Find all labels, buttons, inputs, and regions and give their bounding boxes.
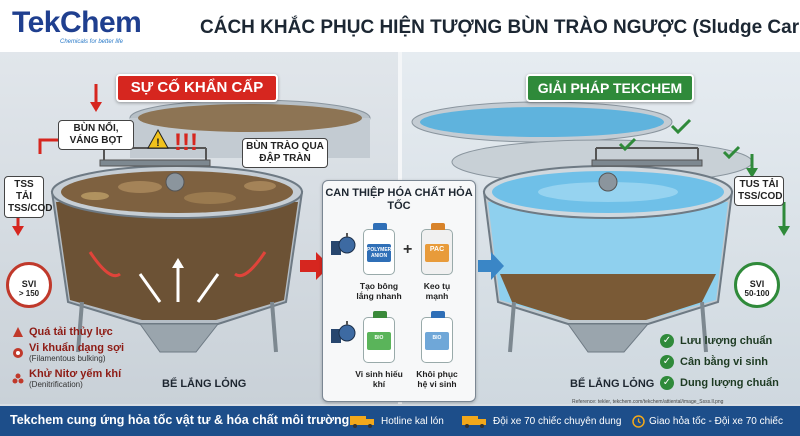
check-icon: ✓ [660, 334, 674, 348]
svg-text:!!!: !!! [174, 129, 198, 154]
overflow-callout: BÙN TRÀO QUA ĐẬP TRÀN [242, 138, 328, 168]
svg-text:!: ! [156, 137, 160, 149]
svi-value: > 150 [18, 289, 40, 298]
footer-delivery: Giao hỏa tốc - Đội xe 70 chiếc [632, 415, 783, 428]
tss-callout: TSS TẢI TSS/COD [4, 176, 52, 218]
reference-note: Reference: tekler, tekchem.com/tekchem/a… [572, 399, 724, 405]
bio-restore-label: BIO [425, 332, 449, 350]
svi-gauge-normal: SVI 50-100 [734, 262, 780, 308]
product-caption: Keo tụ mạnh [423, 281, 451, 301]
svi-label: SVI [21, 279, 37, 289]
product-caption: Tạo bông lắng nhanh [356, 281, 402, 301]
warning-icon: ! !!! [147, 128, 198, 154]
footer-fleet: Đội xe 70 chiếc chuyên dung [462, 415, 621, 428]
arrow-to-solution-icon [478, 252, 504, 280]
problem-tank-label: BỂ LẮNG LỎNG [162, 378, 247, 390]
svi-gauge-high: SVI > 150 [6, 262, 52, 308]
pac-label: PAC [425, 244, 449, 262]
cause-text: Quá tải thủy lực [29, 326, 113, 338]
result-text: Cân bằng vi sinh [680, 356, 769, 368]
solution-tank-label: BỂ LẮNG LỎNG [570, 378, 655, 390]
chemical-intervention-box: CAN THIỆP HÓA CHẤT HỎA TỐC POLYMER ANION… [322, 180, 476, 402]
cause-item: Khử Nitơ yếm khí (Denitrification) [12, 368, 124, 390]
result-text: Dung lượng chuẩn [680, 377, 779, 389]
cause-item: Vi khuẩn dạng sợi (Filamentous bulking) [12, 342, 124, 364]
product-caption: Khôi phục hệ vi sinh [416, 369, 458, 389]
polymer-label: POLYMER ANION [367, 244, 391, 262]
svi-label: SVI [749, 279, 765, 289]
footer-slogan: Tekchem cung ứng hỏa tốc vật tư & hóa ch… [10, 413, 350, 427]
result-text: Lưu lượng chuẩn [680, 335, 773, 347]
cause-subtext: (Filamentous bulking) [29, 354, 106, 363]
result-item: ✓ Dung lượng chuẩn [660, 376, 779, 390]
bio-bottle-icon: BIO [363, 311, 395, 363]
footer-hotline: Hotline kal lón [350, 415, 444, 428]
floating-sludge-callout: BÙN NỔI, VÁNG BỌT [58, 120, 134, 150]
clock-icon [632, 415, 645, 428]
logo-tagline: Chemicals for better life [60, 39, 124, 45]
result-list: ✓ Lưu lượng chuẩn ✓ Cân bằng vi sinh ✓ Dung… [660, 334, 779, 397]
tekchem-logo: TekChem Chemicals for better life [12, 6, 182, 48]
molecule-icon [12, 373, 24, 384]
footer-fleet-text: Đội xe 70 chiếc chuyên dung [493, 416, 622, 427]
bio-label: BIO [367, 332, 391, 350]
bacteria-icon [13, 348, 23, 358]
triangle-warning-icon [13, 327, 23, 337]
solution-badge: GIẢI PHÁP TEKCHEM [526, 74, 694, 102]
intervention-title: CAN THIỆP HÓA CHẤT HỎA TỐC [325, 187, 473, 212]
product-caption: Vi sinh hiếu khí [355, 369, 403, 389]
bio-restore-bottle-icon: BIO [421, 311, 453, 363]
truck-icon [462, 416, 486, 428]
polymer-bottle-icon: POLYMER ANION [363, 223, 395, 275]
check-icon: ✓ [660, 355, 674, 369]
cause-list: Quá tải thủy lực Vi khuẩn dạng sợi (Fila… [12, 326, 124, 394]
result-item: ✓ Cân bằng vi sinh [660, 355, 779, 369]
problem-tank-illustration [12, 84, 371, 353]
emergency-badge: SỰ CỐ KHẨN CẤP [116, 74, 278, 102]
solution-tank-illustration [411, 101, 790, 353]
truck-icon [350, 416, 374, 428]
dosing-pump-icon [331, 321, 356, 343]
page-title: CÁCH KHẮC PHỤC HIỆN TƯỢNG BÙN TRÀO NGƯỢC… [200, 17, 800, 38]
cause-text: Vi khuẩn dạng sợi [29, 342, 125, 354]
check-icon: ✓ [660, 376, 674, 390]
footer-hotline-text: Hotline kal lón [381, 416, 444, 427]
tss-ok-callout: TUS TẢI TSS/COD [734, 176, 784, 206]
footer-delivery-text: Giao hỏa tốc - Đội xe 70 chiếc [649, 416, 783, 427]
cause-subtext: (Denitrification) [29, 380, 83, 389]
plus-sign: + [403, 241, 413, 258]
dosing-pump-icon [331, 233, 356, 255]
header: TekChem Chemicals for better life CÁCH K… [0, 0, 800, 52]
svi-value: 50-100 [744, 289, 770, 298]
result-item: ✓ Lưu lượng chuẩn [660, 334, 779, 348]
cause-item: Quá tải thủy lực [12, 326, 124, 338]
pac-bag-icon: PAC [421, 223, 453, 275]
cause-text: Khử Nitơ yếm khí [29, 368, 122, 380]
logo-text: TekChem [12, 6, 142, 39]
footer-bar: Tekchem cung ứng hỏa tốc vật tư & hóa ch… [0, 406, 800, 436]
